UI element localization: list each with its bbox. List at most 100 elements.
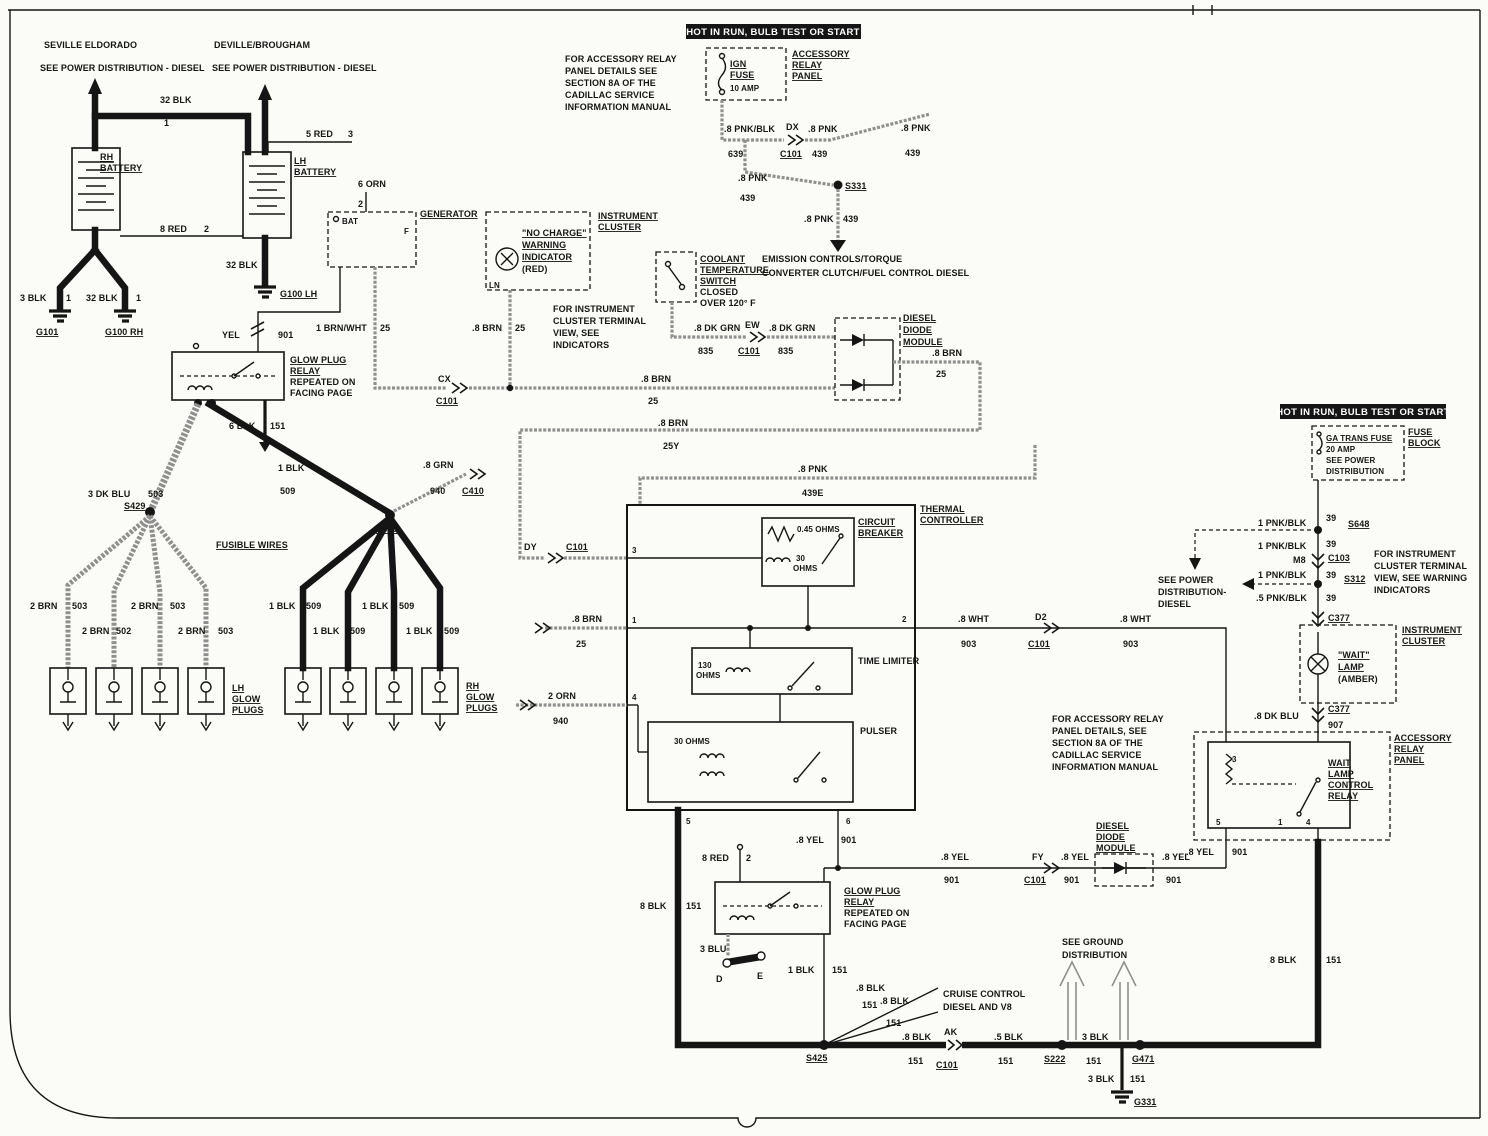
- glow-plug-relay-label: RELAY: [844, 897, 874, 907]
- circuit-number: 907: [1328, 720, 1343, 730]
- wire-label: 1 PNK/BLK: [1258, 541, 1307, 551]
- splice-label: S312: [1344, 574, 1365, 584]
- resistance-label: 30 OHMS: [674, 737, 710, 746]
- note: PANEL DETAILS, SEE: [1052, 726, 1147, 736]
- wire-label: .8 BLK: [902, 1032, 932, 1042]
- wire-label: 8 RED: [702, 853, 729, 863]
- pin-number: 5: [1216, 818, 1221, 827]
- circuit-number: 25: [936, 369, 946, 379]
- circuit-number: 940: [553, 716, 568, 726]
- circuit-number: 2: [204, 224, 209, 234]
- fuse-block-label: BLOCK: [1408, 438, 1441, 448]
- resistance-label: OHMS: [793, 564, 818, 573]
- emission-controls-label: CONVERTER CLUTCH/FUEL CONTROL DIESEL: [762, 268, 970, 278]
- circuit-number: 502: [116, 626, 131, 636]
- note: FOR INSTRUMENT: [553, 304, 635, 314]
- wire-label: 1 BRN/WHT: [316, 323, 367, 333]
- connector-cavity: DY: [524, 542, 537, 552]
- circuit-number: 503: [170, 601, 185, 611]
- diode-module-label: DIODE: [903, 325, 932, 335]
- wait-lamp-label: "WAIT": [1338, 650, 1370, 660]
- glow-plug-icon: [49, 667, 459, 732]
- circuit-breaker-label: CIRCUIT: [858, 517, 896, 527]
- accessory-relay-panel-label: PANEL: [792, 71, 823, 81]
- circuit-number: 151: [862, 1000, 877, 1010]
- note: FOR ACCESSORY RELAY: [1052, 714, 1164, 724]
- wire-label: 6 ORN: [358, 179, 386, 189]
- coolant-switch-label: TEMPERATURE: [700, 265, 769, 275]
- thermal-controller-section: .8 PNK 439E THERMAL CONTROLLER 0.45 OHMS…: [516, 445, 1227, 826]
- emission-controls-label: EMISSION CONTROLS/TORQUE: [762, 254, 902, 264]
- wire-label: 2 BRN: [82, 626, 110, 636]
- coolant-switch-section: COOLANT TEMPERATURE SWITCH CLOSED OVER 1…: [655, 251, 835, 356]
- circuit-number: 439: [740, 193, 755, 203]
- ga-trans-fuse-label: SEE POWER: [1326, 456, 1375, 465]
- pin-number: 1: [1278, 818, 1283, 827]
- lh-glow-plugs-label: PLUGS: [232, 705, 264, 715]
- circuit-number: 151: [1086, 1056, 1101, 1066]
- pulser-box: [647, 721, 854, 803]
- circuit-number: 509: [280, 486, 295, 496]
- circuit-number: 901: [944, 875, 959, 885]
- instrument-cluster-label: CLUSTER: [598, 222, 642, 232]
- wait-lamp-label: LAMP: [1338, 662, 1364, 672]
- note: CADILLAC SERVICE: [565, 90, 654, 100]
- ga-trans-fuse-label: DISTRIBUTION: [1326, 467, 1384, 476]
- wire-label: 8 BLK: [640, 901, 667, 911]
- ign-fuse-label: FUSE: [730, 70, 754, 80]
- generator-section: 6 ORN 2 BAT F GENERATOR YEL 901 1 BRN/WH…: [222, 179, 835, 406]
- instrument-cluster-label: INSTRUMENT: [1402, 625, 1462, 635]
- wire-label: 1 BLK: [269, 601, 296, 611]
- wire-label: 1 BLK: [278, 463, 305, 473]
- ground-label: G100 RH: [105, 327, 143, 337]
- circuit-number: 903: [961, 639, 976, 649]
- glow-plug-relay-2: FOR ACCESSORY RELAY PANEL DETAILS, SEE S…: [640, 714, 1322, 1063]
- lh-glow-plugs-label: LH: [232, 683, 244, 693]
- pin-number: 6: [846, 817, 851, 826]
- pin-number: 2: [358, 199, 363, 209]
- circuit-number: 151: [908, 1056, 923, 1066]
- model-label: DEVILLE/BROUGHAM: [214, 40, 310, 50]
- pin-label: LN: [489, 281, 500, 290]
- connector-cavity: DX: [786, 122, 799, 132]
- circuit-number: 439: [843, 214, 858, 224]
- wire-label: 32 BLK: [160, 95, 192, 105]
- hot-in-run-banner: [686, 24, 861, 39]
- accessory-relay-panel-label: PANEL: [1394, 755, 1425, 765]
- accessory-relay-panel-box: [1193, 731, 1391, 841]
- cruise-control-label: CRUISE CONTROL: [943, 989, 1026, 999]
- circuit-number: 835: [698, 346, 713, 356]
- resistance-label: 30: [796, 554, 806, 563]
- coolant-switch-label: SWITCH: [700, 276, 736, 286]
- splice-label: S222: [1044, 1054, 1065, 1064]
- thermal-controller-label: THERMAL: [920, 504, 965, 514]
- no-charge-label: (RED): [522, 264, 548, 274]
- wire-label: .8 BRN: [472, 323, 502, 333]
- note: INFORMATION MANUAL: [1052, 762, 1159, 772]
- circuit-number: 151: [832, 965, 847, 975]
- circuit-number: 509: [399, 601, 414, 611]
- connector-label: C103: [1328, 553, 1350, 563]
- rh-battery-label: BATTERY: [100, 163, 142, 173]
- wire-label: 1 BLK: [406, 626, 433, 636]
- note: PANEL DETAILS SEE: [565, 66, 657, 76]
- wire-label: .8 DK BLU: [1254, 711, 1299, 721]
- wire-label: .8 YEL: [941, 852, 969, 862]
- diode-module-label: DIODE: [1096, 832, 1125, 842]
- terminal-label: E: [757, 971, 763, 981]
- wire-label: 32 BLK: [86, 293, 118, 303]
- battery-section: 32 BLK 1 RH BATTERY LH BATTERY 5 RED 3 8…: [20, 78, 353, 337]
- accessory-relay-panel-label: ACCESSORY: [1394, 733, 1452, 743]
- circuit-number: 503: [148, 489, 163, 499]
- ground-icon: [1111, 1090, 1133, 1104]
- wire-label: .8 BRN: [572, 614, 602, 624]
- circuit-number: 901: [1232, 847, 1247, 857]
- header-notes: SEVILLE ELDORADO SEE POWER DISTRIBUTION …: [40, 40, 377, 73]
- ground-icon: [49, 309, 136, 323]
- fuse-block-box: [1311, 425, 1405, 481]
- wire-label: .8 YEL: [1061, 852, 1089, 862]
- note: INDICATORS: [1374, 585, 1430, 595]
- ign-fuse-label: IGN: [730, 59, 746, 69]
- instrument-cluster-label: INSTRUMENT: [598, 211, 658, 221]
- accessory-relay-panel-label: ACCESSORY: [792, 49, 850, 59]
